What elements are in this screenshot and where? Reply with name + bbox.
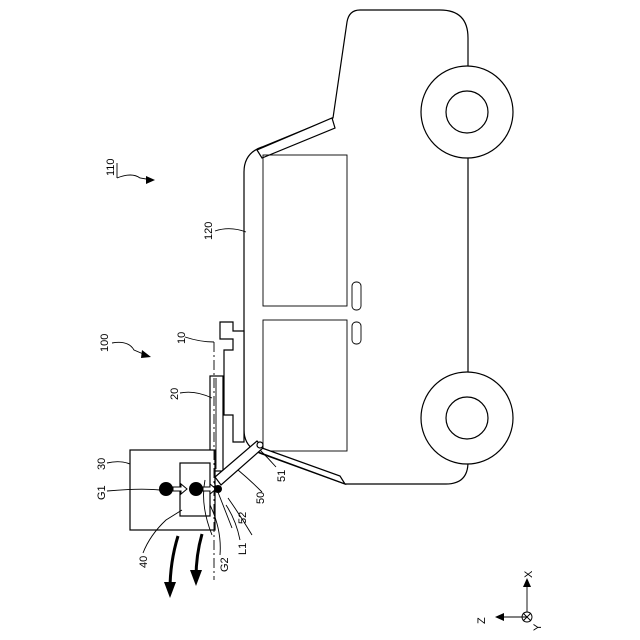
label-40: 40: [138, 556, 150, 568]
label-10: 10: [176, 332, 188, 344]
axis-label-z: Z: [476, 617, 488, 624]
label-30: 30: [96, 458, 108, 470]
axis-label-x: X: [523, 570, 535, 578]
label-20: 20: [169, 388, 181, 400]
label-100: 100: [99, 334, 111, 352]
label-52: 52: [237, 512, 249, 524]
label-l1: L1: [237, 543, 249, 555]
axis-label-y: Y: [532, 623, 544, 631]
coordinate-axes: [495, 578, 532, 622]
label-g2: G2: [219, 557, 231, 572]
label-51: 51: [276, 470, 288, 482]
label-110: 110: [105, 158, 117, 176]
part-10-mount: [220, 322, 244, 442]
label-120: 120: [203, 222, 215, 240]
vehicle: [244, 10, 513, 484]
force-arrows: [164, 534, 202, 598]
label-g1: G1: [96, 485, 108, 500]
label-50: 50: [255, 492, 267, 504]
